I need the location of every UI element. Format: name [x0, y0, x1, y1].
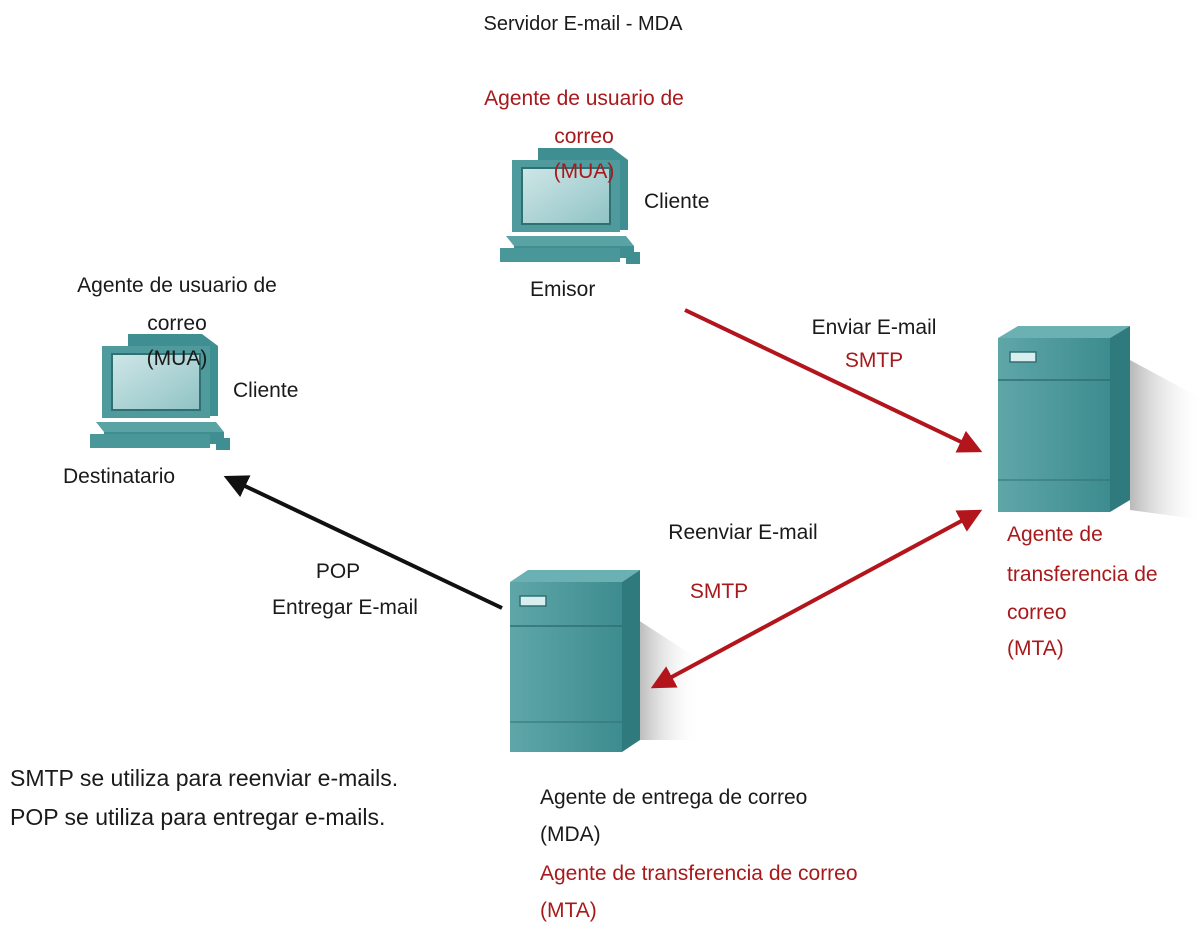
sender-computer-icon: [500, 148, 640, 264]
mta-server-icon: [998, 326, 1204, 520]
recipient-mua-label-line3: (MUA): [146, 347, 208, 370]
note-smtp: SMTP se utiliza para reenviar e-mails.: [10, 765, 399, 791]
forward-action-label: Reenviar E-mail: [668, 521, 818, 544]
forward-protocol-label: SMTP: [689, 580, 749, 603]
recipient-mua-label-line1: Agente de usuario de: [77, 274, 277, 297]
mda-label-line2: (MDA): [540, 823, 601, 846]
diagram-title: Servidor E-mail - MDA: [483, 13, 683, 35]
mta-label-line2: transferencia de: [1007, 563, 1158, 586]
deliver-protocol-label: POP: [315, 560, 361, 583]
sender-client-label: Cliente: [644, 190, 710, 213]
sender-mua-label-line2: correo: [554, 125, 614, 148]
mta-label-line4: (MTA): [1007, 637, 1064, 660]
send-action-label: Enviar E-mail: [811, 316, 937, 339]
sender-mua-label-line3: (MUA): [553, 160, 615, 183]
mta-label-line1: Agente de: [1007, 523, 1103, 546]
mda-label-line1: Agente de entrega de correo: [540, 786, 808, 809]
deliver-arrow: [223, 475, 503, 610]
mda-server-icon: [510, 570, 700, 752]
recipient-computer-icon: [90, 334, 230, 450]
sender-name-label: Emisor: [530, 278, 596, 301]
sender-mua-label-line1: Agente de usuario de: [484, 87, 684, 110]
recipient-mua-label-line2: correo: [147, 312, 207, 335]
forward-arrow: [650, 509, 983, 689]
mda-label-line3: Agente de transferencia de correo: [540, 862, 858, 885]
send-arrow: [684, 308, 983, 453]
recipient-name-label: Destinatario: [63, 465, 176, 488]
mda-label-line4: (MTA): [540, 899, 597, 922]
recipient-client-label: Cliente: [233, 379, 299, 402]
send-protocol-label: SMTP: [844, 349, 904, 372]
mta-label-line3: correo: [1007, 601, 1067, 624]
note-pop: POP se utiliza para entregar e-mails.: [10, 804, 386, 830]
deliver-action-label: Entregar E-mail: [272, 596, 418, 619]
